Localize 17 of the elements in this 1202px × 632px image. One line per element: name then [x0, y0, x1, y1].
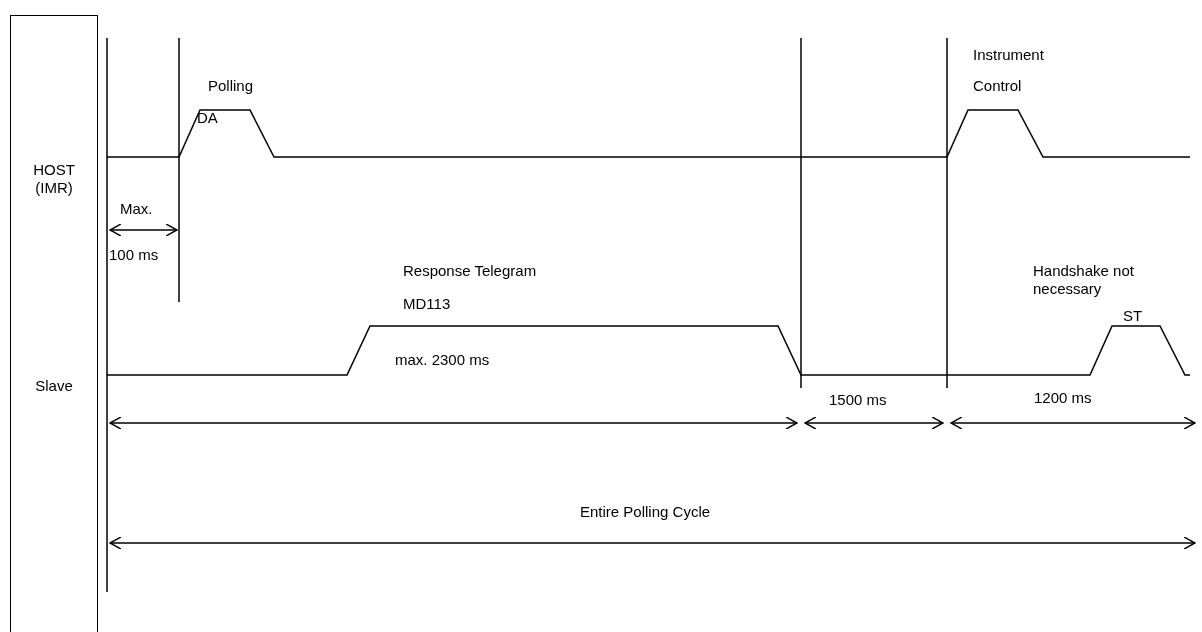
timing-label: Entire Polling Cycle	[580, 503, 711, 521]
timing-label: Instrument	[973, 46, 1044, 64]
timing-label: DA	[197, 109, 218, 127]
timing-label: 1200 ms	[1034, 389, 1092, 407]
timing-label: MD113	[403, 295, 451, 313]
timing-label: max. 2300 ms	[395, 351, 490, 369]
timing-label: 100 ms	[109, 246, 159, 264]
timing-label: ST	[1123, 307, 1143, 325]
timing-label: Response Telegram	[403, 262, 537, 280]
timing-label: Polling	[208, 77, 254, 95]
timing-label: 1500 ms	[829, 391, 887, 409]
lane-label-panel	[10, 15, 98, 632]
timing-label: Handshake not necessary	[1033, 262, 1135, 298]
timing-label: Control	[973, 77, 1022, 95]
lane-label: HOST (IMR)	[32, 161, 76, 197]
timing-label: Max.	[120, 200, 153, 218]
lane-label: Slave	[34, 377, 74, 395]
